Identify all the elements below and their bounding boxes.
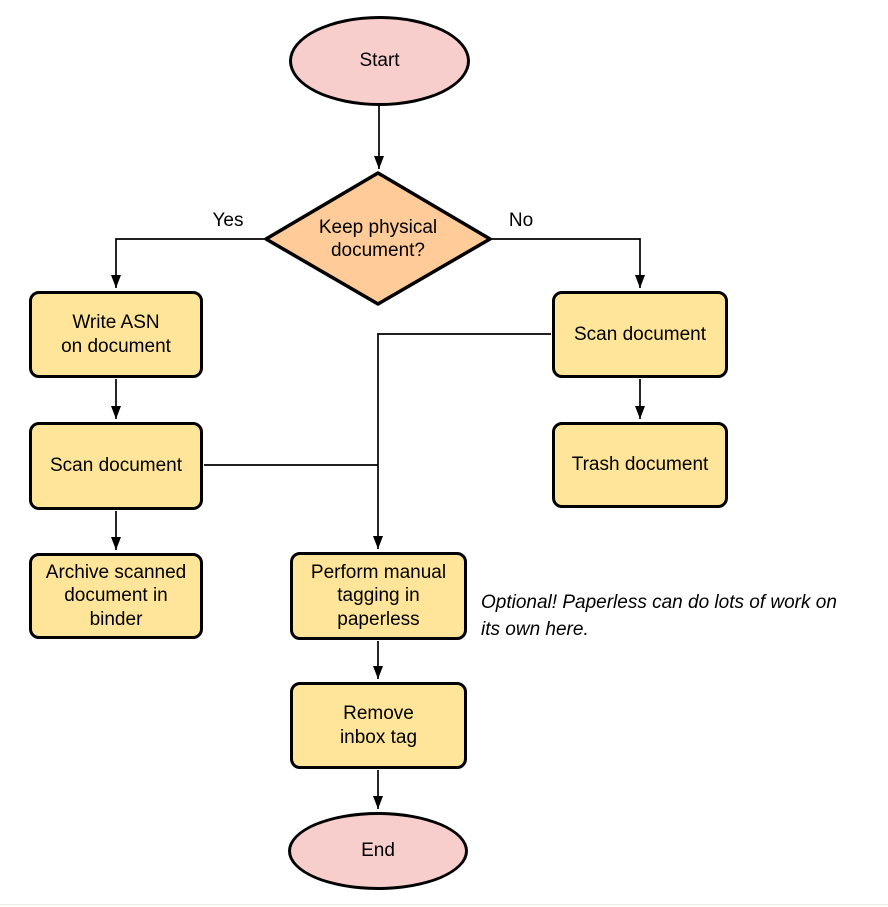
page-bottom-edge: [0, 904, 888, 905]
node-write-asn-label: Write ASN on document: [61, 312, 171, 357]
node-end: End: [288, 812, 468, 890]
edge-decision-yes-to-write-asn: [111, 238, 268, 288]
edge-scan-right-to-perform-tagging: [373, 333, 551, 549]
node-scan-document-right-label: Scan document: [573, 323, 707, 345]
node-remove-inbox-tag: Remove inbox tag: [290, 682, 467, 769]
node-start: Start: [289, 16, 470, 106]
node-scan-document-left: Scan document: [29, 422, 203, 510]
node-archive-binder-label: Archive scanned document in binder: [45, 562, 187, 630]
node-end-label: End: [361, 840, 395, 862]
node-trash-document: Trash document: [552, 422, 728, 508]
node-perform-tagging: Perform manual tagging in paperless: [290, 552, 467, 640]
node-decision-label: Keep physical document?: [318, 216, 438, 261]
node-trash-document-label: Trash document: [571, 454, 709, 476]
node-decision: Keep physical document?: [278, 212, 478, 266]
optional-note: Optional! Paperless can do lots of work …: [481, 592, 837, 640]
decision-diamond-shape: [264, 171, 492, 306]
node-write-asn: Write ASN on document: [29, 291, 203, 378]
node-scan-document-left-label: Scan document: [49, 455, 183, 477]
node-remove-inbox-tag-label: Remove inbox tag: [339, 703, 418, 748]
node-archive-binder: Archive scanned document in binder: [29, 553, 203, 639]
node-scan-document-right: Scan document: [552, 291, 728, 378]
edge-label-no: No: [508, 210, 534, 231]
node-perform-tagging-label: Perform manual tagging in paperless: [310, 562, 447, 630]
edge-label-yes: Yes: [212, 210, 244, 231]
node-start-label: Start: [359, 50, 400, 72]
edge-decision-no-to-scan-right: [488, 238, 645, 288]
